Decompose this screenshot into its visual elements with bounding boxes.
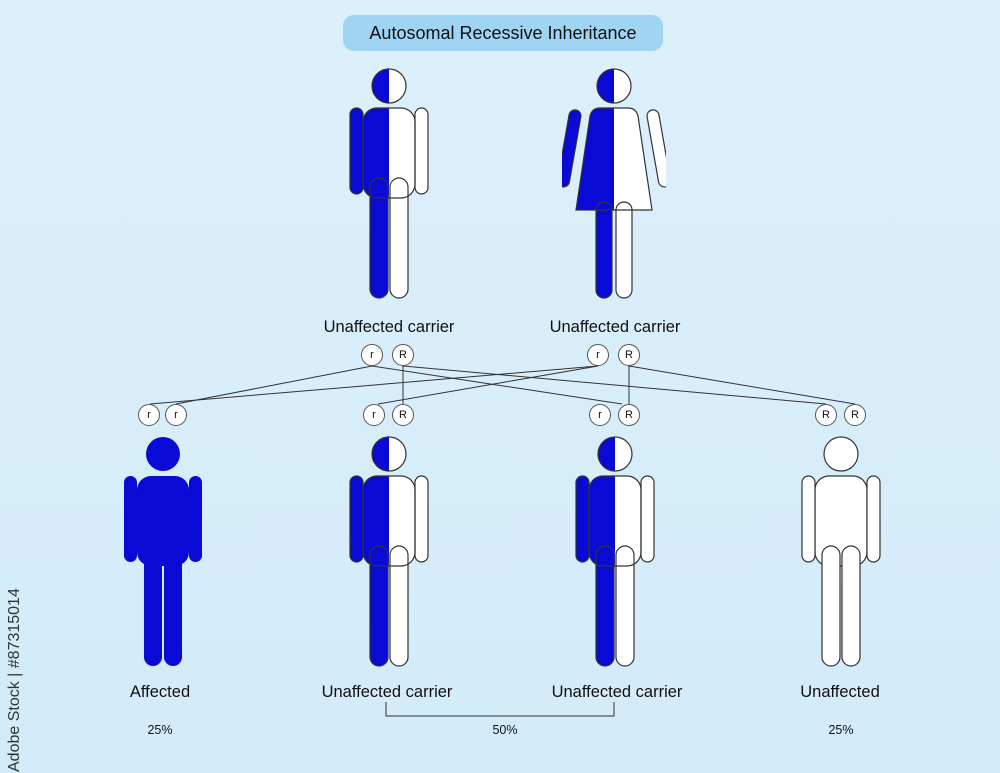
child2-allele-2: R [392, 404, 414, 426]
child4-figure [801, 436, 881, 667]
unaffected-percent: 25% [828, 723, 854, 737]
mother-allele-2: R [618, 344, 640, 366]
line-father-r-to-child3 [371, 365, 623, 405]
line-mother-r-to-child2 [377, 365, 599, 405]
child1-label: Affected [129, 683, 191, 701]
mother-figure [562, 68, 666, 299]
father-figure [349, 68, 429, 299]
line-mother-R-to-child4 [628, 365, 856, 405]
child2-figure [349, 436, 429, 667]
child1-allele-1: r [138, 404, 160, 426]
carrier-bracket [385, 702, 615, 717]
stock-credit: Adobe Stock | #87315014 [6, 588, 23, 772]
child4-allele-2: R [844, 404, 866, 426]
line-father-R-to-child4 [402, 365, 827, 405]
child3-allele-1: r [589, 404, 611, 426]
father-allele-1: r [361, 344, 383, 366]
child1-figure [124, 437, 202, 666]
mother-allele-1: r [587, 344, 609, 366]
father-allele-2: R [392, 344, 414, 366]
child2-label: Unaffected carrier [321, 683, 453, 701]
child2-allele-1: r [363, 404, 385, 426]
child3-figure [575, 436, 655, 667]
child4-unaffected-body [801, 436, 881, 667]
child4-allele-1: R [815, 404, 837, 426]
diagram-title: Autosomal Recessive Inheritance [343, 15, 663, 51]
child1-affected-body [124, 437, 202, 666]
line-father-r-to-child1 [175, 365, 373, 405]
line-mother-r-to-child1 [149, 365, 599, 405]
child1-allele-2: r [165, 404, 187, 426]
mother-label: Unaffected carrier [549, 318, 681, 336]
father-label: Unaffected carrier [323, 318, 455, 336]
child3-label: Unaffected carrier [551, 683, 683, 701]
child3-allele-2: R [618, 404, 640, 426]
affected-percent: 25% [147, 723, 173, 737]
child4-label: Unaffected [800, 683, 880, 701]
carrier-percent: 50% [492, 723, 518, 737]
